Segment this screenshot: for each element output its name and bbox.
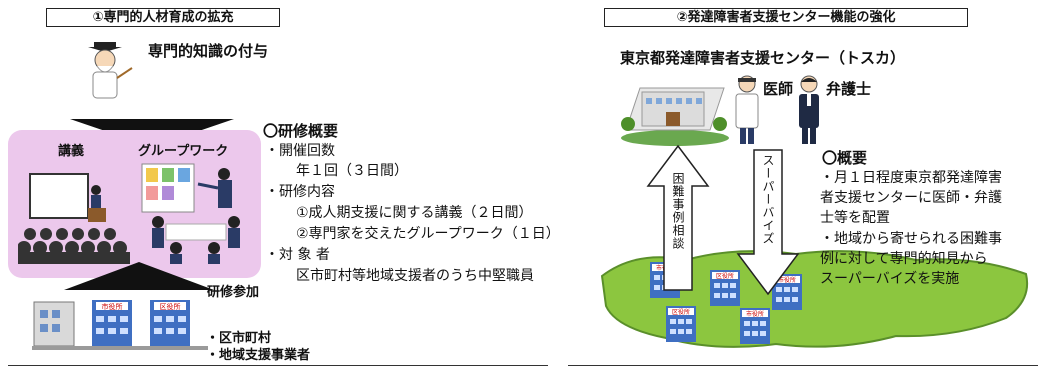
groupwork-illustration	[136, 160, 251, 264]
overview-line: スーパーバイズを実施	[820, 271, 960, 287]
overview-heading-left: 〇研修概要	[263, 122, 339, 140]
map-office-sign-2: 区役所	[716, 272, 734, 280]
lecture-illustration	[17, 164, 130, 264]
lecture-label: 講義	[58, 144, 85, 159]
municipal-buildings: 市役所 区役所	[32, 296, 208, 352]
right-bottom-rule	[568, 365, 1038, 366]
consultation-arrow	[646, 144, 710, 292]
supervise-label: スーパーバイズ	[761, 154, 775, 245]
overview-line: ・研修内容	[265, 184, 335, 200]
participant-municipality: ・区市町村	[206, 331, 272, 346]
overview-line: ・地域から寄せられる困難事	[820, 231, 1002, 247]
center-name: 東京都発達障害者支援センター（トスカ）	[620, 49, 906, 67]
center-building	[620, 78, 730, 146]
overview-line: ・開催回数	[265, 143, 335, 159]
lawyer-label: 弁護士	[826, 80, 872, 98]
overview-heading-right: 〇概要	[822, 149, 868, 167]
supervise-arrow	[736, 148, 800, 296]
overview-line: 例に対して専門的知見から	[820, 251, 988, 267]
top-label: 専門的知識の付与	[148, 42, 269, 60]
region-map	[596, 240, 1036, 360]
overview-line: ①成人期支援に関する講義（２日間）	[296, 205, 533, 221]
overview-line: 区市町村等地域支援者のうち中堅職員	[296, 268, 534, 284]
participant-support-provider: ・地域支援事業者	[206, 348, 311, 363]
right-panel-title: ②発達障害者支援センター機能の強化	[604, 8, 968, 27]
groupwork-label: グループワーク	[138, 144, 229, 159]
map-office-sign-3: 市役所	[778, 276, 796, 284]
up-triangle	[64, 262, 214, 294]
doctor-label: 医師	[763, 80, 794, 98]
consultation-label: 困難事例相談	[671, 172, 685, 250]
office-sign-2: 区役所	[160, 302, 181, 311]
map-office-sign-5: 市役所	[746, 310, 764, 318]
map-office-sign-4: 区役所	[672, 308, 690, 316]
participation-label: 研修参加	[207, 285, 260, 300]
left-panel-title: ①専門的人材育成の拡充	[46, 8, 280, 27]
professor-icon	[74, 38, 134, 102]
office-sign-1: 市役所	[102, 302, 123, 311]
overview-line: 士等を配置	[820, 210, 890, 226]
overview-line: 者支援センターに医師・弁護	[820, 190, 1002, 206]
overview-line: 年１回（３日間）	[296, 163, 408, 179]
doctor-icon	[732, 74, 762, 146]
overview-line: ・月１日程度東京都発達障害	[820, 170, 1002, 186]
overview-line: ・対 象 者	[265, 247, 330, 263]
left-bottom-rule	[8, 365, 548, 366]
lawyer-icon	[796, 74, 822, 146]
overview-line: ②専門家を交えたグループワーク（１日）	[296, 226, 560, 242]
